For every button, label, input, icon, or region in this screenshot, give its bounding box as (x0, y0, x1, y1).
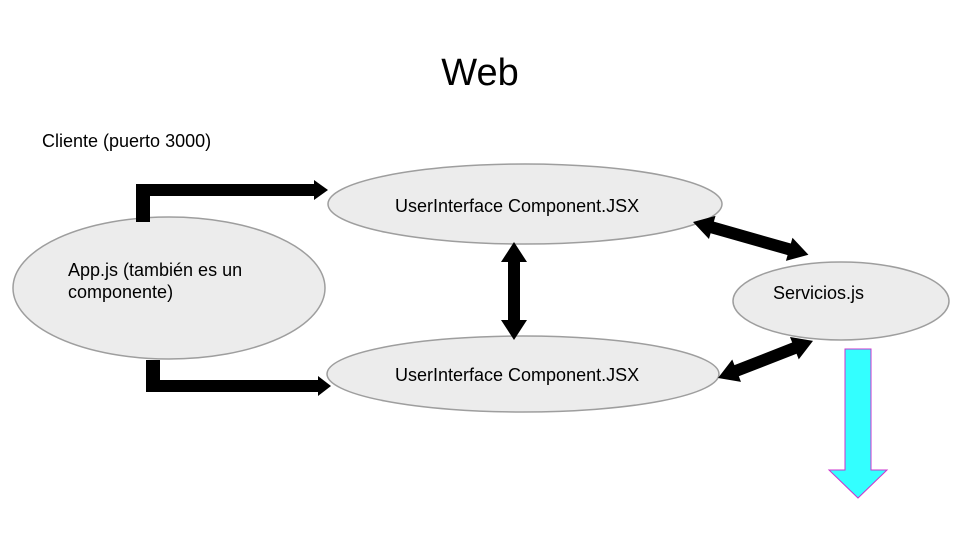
edge-ui-top-to-servicios (693, 215, 809, 261)
edge-app-to-ui-top (136, 180, 328, 222)
node-app-label-line2: componente) (68, 282, 174, 302)
node-ui-top-label: UserInterface Component.JSX (395, 196, 640, 216)
edge-ui-bottom-to-servicios (718, 336, 814, 382)
node-ui-bottom-label: UserInterface Component.JSX (395, 365, 640, 385)
node-servicios-label: Servicios.js (773, 283, 865, 303)
node-servicios[interactable] (732, 261, 950, 341)
node-app-label: App.js (también es un componente) (68, 259, 242, 303)
edge-servicios-outgoing (827, 348, 889, 499)
node-app-label-line1: App.js (también es un (68, 260, 243, 280)
edge-app-to-ui-bottom (146, 360, 331, 396)
node-app[interactable] (12, 216, 326, 360)
node-ui-top[interactable] (327, 163, 723, 245)
region-label: Cliente (puerto 3000) (42, 131, 212, 151)
diagram-title: Web (441, 52, 519, 94)
node-ui-bottom[interactable] (326, 335, 720, 413)
edge-ui-top-to-ui-bottom (501, 242, 527, 340)
